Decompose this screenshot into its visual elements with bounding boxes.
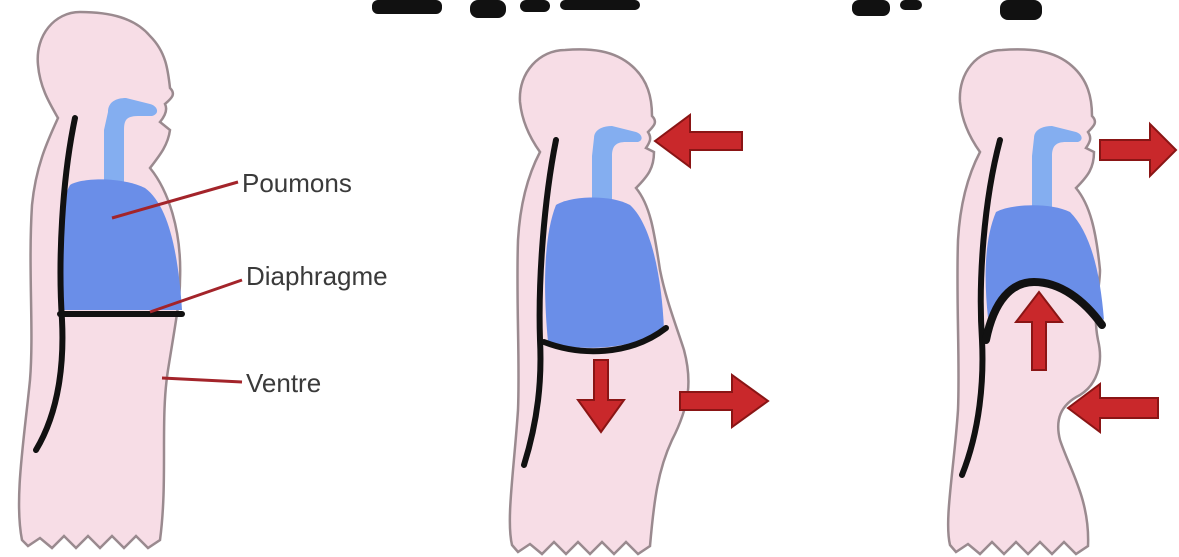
panel-expiration: [948, 49, 1176, 554]
arrow-air-out: [1100, 124, 1176, 176]
label-belly: Ventre: [246, 368, 321, 398]
arrow-belly-out: [680, 375, 768, 427]
arrow-air-in: [655, 115, 742, 167]
leader-line-belly: [162, 378, 242, 382]
label-diaphragm: Diaphragme: [246, 261, 388, 291]
title-fragment: [372, 0, 1042, 20]
panel-anatomy: Poumons Diaphragme Ventre: [19, 12, 388, 548]
panel-inspiration: [510, 49, 768, 554]
label-lungs: Poumons: [242, 168, 352, 198]
